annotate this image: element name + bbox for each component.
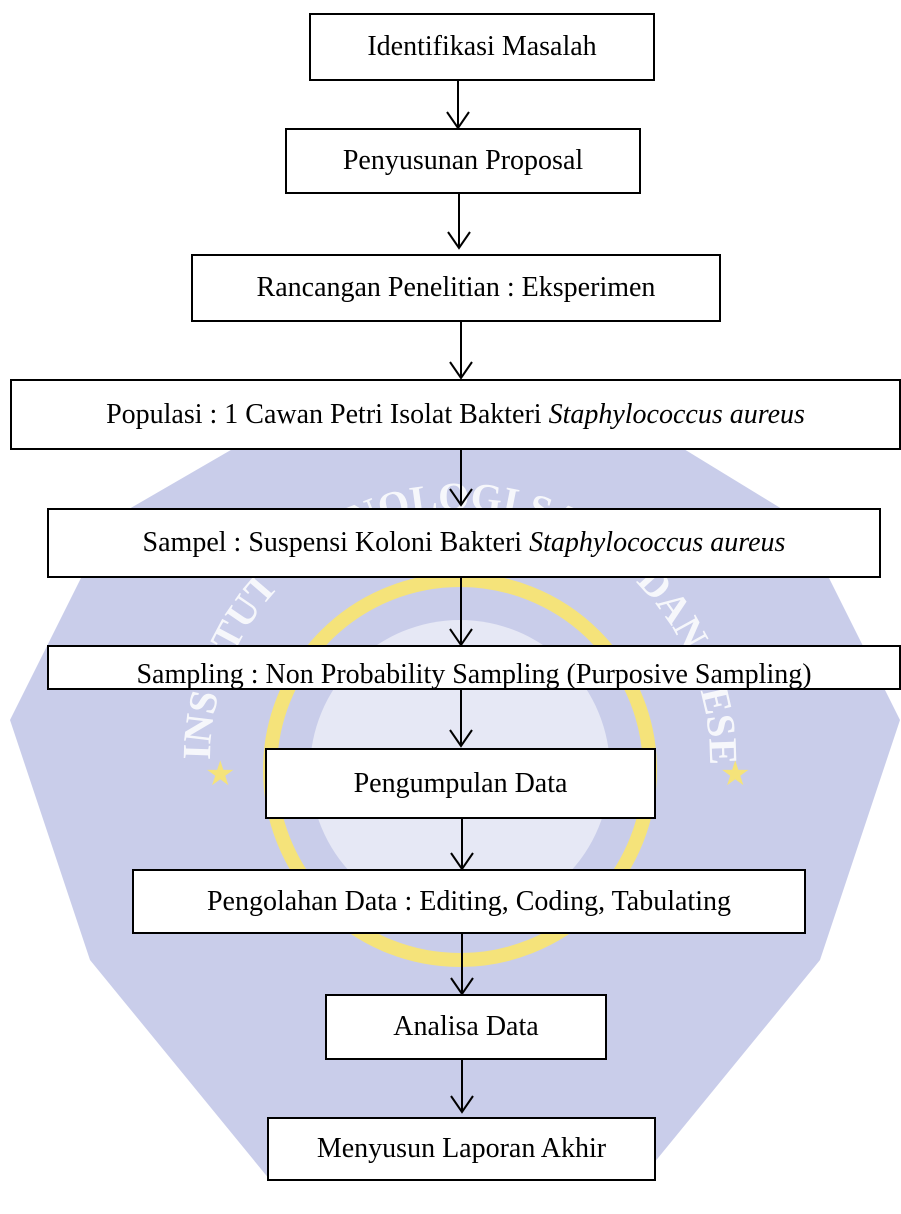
step-penyusunan-proposal: Penyusunan Proposal [285, 128, 641, 194]
arrow-2-to-3 [447, 193, 471, 250]
step-menyusun-laporan-akhir: Menyusun Laporan Akhir [267, 1117, 656, 1181]
arrow-6-to-7 [449, 689, 473, 748]
step-rancangan-penelitian-label: Rancangan Penelitian : Eksperimen [256, 272, 656, 303]
step-penyusunan-proposal-label: Penyusunan Proposal [342, 145, 584, 176]
step-populasi: Populasi : 1 Cawan Petri Isolat Bakteri … [10, 379, 901, 450]
step-sampling: Sampling : Non Probability Sampling (Pur… [47, 645, 901, 690]
step-rancangan-penelitian: Rancangan Penelitian : Eksperimen [191, 254, 721, 322]
arrow-1-to-2 [446, 80, 470, 130]
arrow-3-to-4 [449, 321, 473, 380]
step-identifikasi-masalah-label: Identifikasi Masalah [367, 31, 597, 62]
watermark-star-right: ★ [720, 756, 750, 793]
watermark-star-left: ★ [205, 756, 235, 793]
step-sampel-label: Sampel : Suspensi Koloni Bakteri Staphyl… [142, 527, 786, 558]
step-analisa-data: Analisa Data [325, 994, 607, 1060]
step-pengolahan-data: Pengolahan Data : Editing, Coding, Tabul… [132, 869, 806, 934]
arrow-9-to-10 [450, 1059, 474, 1114]
step-pengumpulan-data-label: Pengumpulan Data [353, 767, 568, 799]
step-pengumpulan-data: Pengumpulan Data [265, 748, 656, 819]
step-sampling-label: Sampling : Non Probability Sampling (Pur… [136, 659, 812, 690]
arrow-4-to-5 [449, 449, 473, 507]
arrow-5-to-6 [449, 577, 473, 647]
arrow-7-to-8 [450, 818, 474, 871]
step-identifikasi-masalah: Identifikasi Masalah [309, 13, 655, 81]
step-pengolahan-data-label: Pengolahan Data : Editing, Coding, Tabul… [206, 885, 731, 917]
step-menyusun-laporan-akhir-label: Menyusun Laporan Akhir [316, 1133, 607, 1164]
step-analisa-data-label: Analisa Data [393, 1011, 539, 1042]
step-populasi-label: Populasi : 1 Cawan Petri Isolat Bakteri … [106, 398, 805, 430]
arrow-8-to-9 [450, 933, 474, 996]
step-sampel: Sampel : Suspensi Koloni Bakteri Staphyl… [47, 508, 881, 578]
